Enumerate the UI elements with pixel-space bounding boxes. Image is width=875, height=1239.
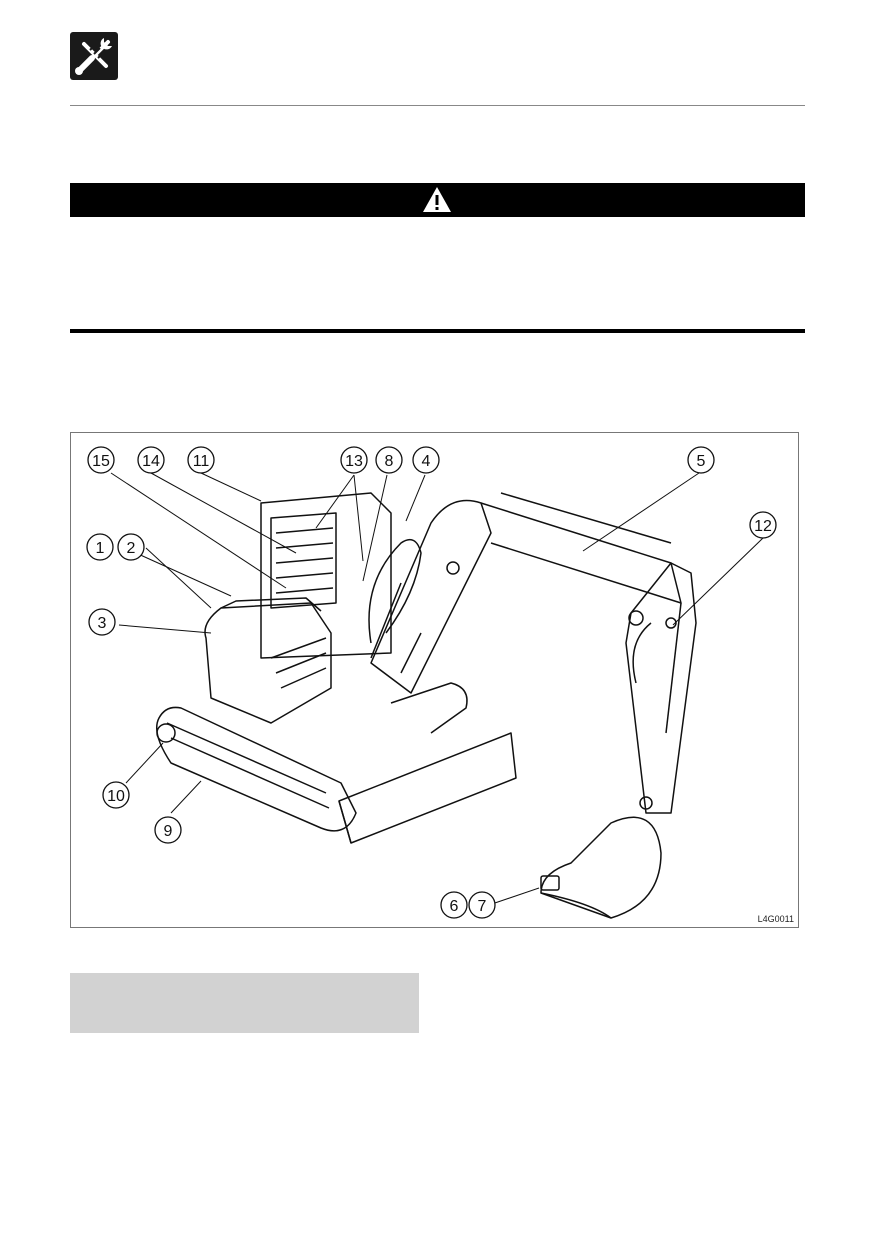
callout-13: 13	[340, 446, 368, 474]
callout-2: 2	[117, 533, 145, 561]
svg-text:7: 7	[478, 898, 487, 915]
warning-triangle-icon	[423, 187, 451, 212]
svg-text:9: 9	[164, 823, 173, 840]
callout-9: 9	[154, 816, 182, 844]
callout-14: 14	[137, 446, 165, 474]
callout-7: 7	[468, 891, 496, 919]
svg-text:14: 14	[142, 453, 160, 470]
callout-5: 5	[687, 446, 715, 474]
callout-labels: 15 14 11 13 8 4 5 12 1 2 3 10 9 6 7	[86, 446, 777, 919]
figure-code: L4G0011	[757, 914, 794, 924]
svg-text:4: 4	[422, 453, 431, 470]
callout-1: 1	[86, 533, 114, 561]
header-divider	[70, 105, 805, 106]
callout-leaders	[110, 472, 764, 906]
svg-text:13: 13	[345, 453, 363, 470]
callout-3: 3	[88, 608, 116, 636]
svg-text:15: 15	[92, 453, 110, 470]
svg-text:6: 6	[450, 898, 459, 915]
callout-8: 8	[375, 446, 403, 474]
svg-text:5: 5	[697, 453, 706, 470]
warning-banner	[70, 183, 805, 217]
svg-text:12: 12	[754, 518, 772, 535]
svg-text:8: 8	[385, 453, 394, 470]
callout-11: 11	[187, 446, 215, 474]
tools-section-icon	[70, 32, 118, 80]
svg-text:10: 10	[107, 788, 125, 805]
callout-6: 6	[440, 891, 468, 919]
svg-text:11: 11	[193, 453, 210, 470]
svg-text:3: 3	[98, 615, 107, 632]
wrench-screwdriver-icon	[75, 38, 112, 75]
excavator-figure: 15 14 11 13 8 4 5 12 1 2 3 10 9 6 7 L4G0…	[70, 432, 799, 928]
callout-4: 4	[412, 446, 440, 474]
callout-10: 10	[102, 781, 130, 809]
gray-note-box	[70, 973, 419, 1033]
svg-text:1: 1	[96, 540, 105, 557]
section-divider	[70, 329, 805, 333]
excavator-illustration: 15 14 11 13 8 4 5 12 1 2 3 10 9 6 7	[86, 446, 777, 919]
svg-text:2: 2	[127, 540, 136, 557]
callout-12: 12	[749, 511, 777, 539]
callout-15: 15	[87, 446, 115, 474]
